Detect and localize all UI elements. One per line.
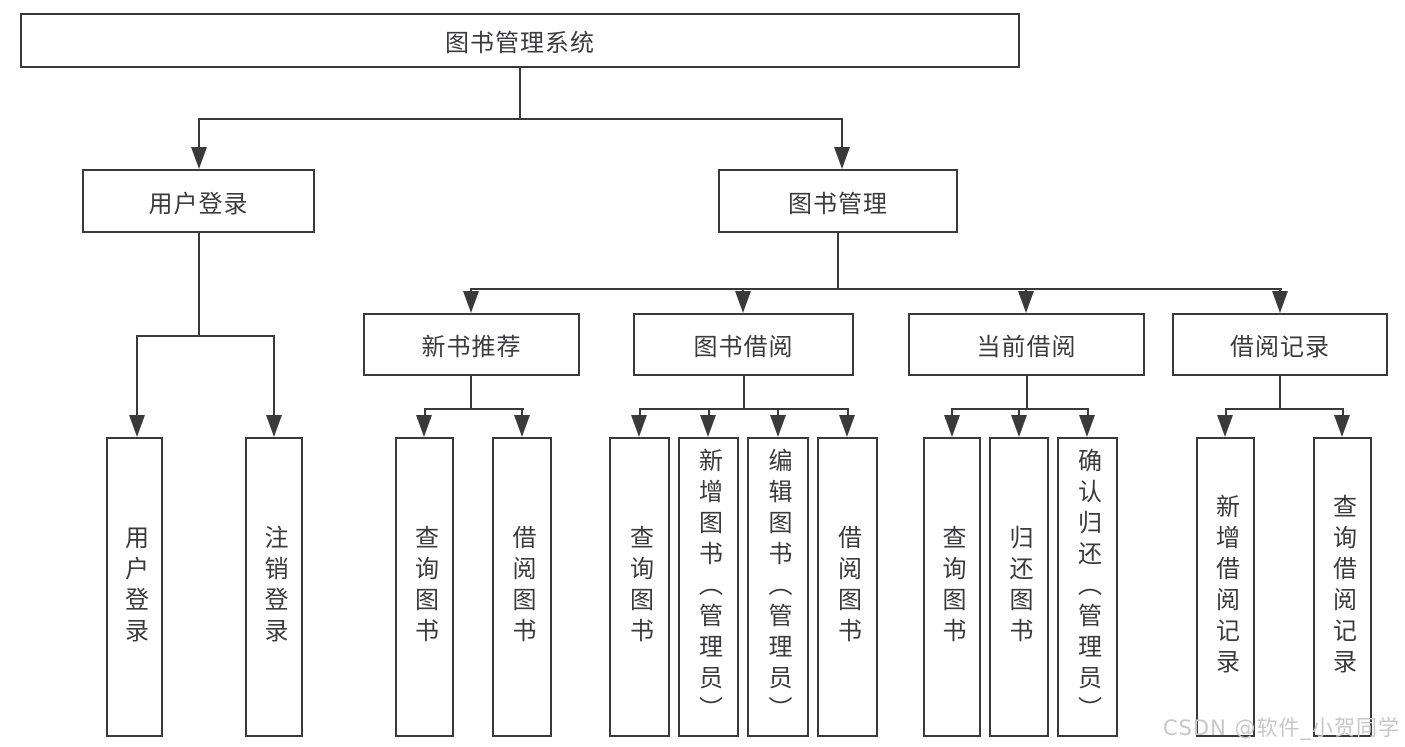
arrow-down-icon [944, 415, 960, 437]
connector-line [521, 408, 523, 417]
arrow-down-icon [129, 415, 145, 437]
connector-line [639, 408, 641, 417]
node-new-book-recommend: 新书推荐 [363, 313, 580, 376]
arrow-down-icon [266, 415, 282, 437]
connector-line [1026, 376, 1028, 410]
connector-line [639, 408, 849, 410]
arrow-down-icon [1011, 415, 1027, 437]
connector-line [470, 288, 1282, 290]
connector-line [743, 376, 745, 410]
node-user-login: 用户登录 [82, 169, 315, 233]
connector-line [841, 118, 843, 149]
arrow-down-icon [834, 147, 850, 169]
node-root-library-system: 图书管理系统 [20, 13, 1020, 68]
connector-line [273, 335, 275, 416]
arrow-down-icon [1334, 415, 1350, 437]
connector-line [136, 335, 275, 337]
leaf-query-books: 查询图书 [923, 437, 981, 737]
connector-line [1087, 408, 1089, 417]
leaf-logout: 注销登录 [245, 437, 303, 737]
connector-line [198, 118, 843, 120]
arrow-down-icon [1272, 291, 1288, 313]
leaf-confirm-return-admin: 确认归还（管理员） [1057, 437, 1118, 737]
connector-line [952, 408, 1089, 410]
connector-line [1342, 408, 1344, 417]
arrow-down-icon [735, 291, 751, 313]
arrow-down-icon [770, 415, 786, 437]
connector-line [837, 233, 839, 290]
leaf-return-books: 归还图书 [989, 437, 1049, 737]
connector-line [198, 118, 200, 149]
connector-line [777, 408, 779, 417]
connector-line [1279, 375, 1281, 410]
node-current-borrowing: 当前借阅 [908, 313, 1145, 376]
connector-line [424, 408, 426, 417]
arrow-down-icon [514, 415, 530, 437]
leaf-add-borrow-record: 新增借阅记录 [1196, 437, 1255, 737]
leaf-edit-books-admin: 编辑图书（管理员） [747, 437, 809, 737]
connector-line [951, 408, 953, 417]
leaf-query-books: 查询图书 [395, 437, 454, 737]
arrow-down-icon [631, 415, 647, 437]
leaf-query-borrow-record: 查询借阅记录 [1313, 437, 1372, 737]
connector-line [136, 335, 138, 416]
leaf-add-books-admin: 新增图书（管理员） [678, 437, 739, 737]
arrow-down-icon [463, 291, 479, 313]
arrow-down-icon [1018, 291, 1034, 313]
connector-line [1225, 408, 1227, 417]
leaf-borrow-books: 借阅图书 [492, 437, 552, 737]
connector-line [708, 408, 710, 417]
node-book-management: 图书管理 [718, 169, 958, 233]
arrow-down-icon [1079, 415, 1095, 437]
connector-line [1225, 408, 1344, 410]
connector-line [847, 408, 849, 417]
connector-line [198, 233, 200, 337]
connector-line [470, 376, 472, 410]
arrow-down-icon [839, 415, 855, 437]
arrow-down-icon [191, 147, 207, 169]
node-borrowing-records: 借阅记录 [1172, 313, 1388, 376]
leaf-query-books: 查询图书 [609, 437, 670, 737]
arrow-down-icon [700, 415, 716, 437]
node-book-borrowing: 图书借阅 [633, 313, 854, 376]
connector-line [424, 408, 524, 410]
connector-line [519, 68, 521, 120]
connector-line [1018, 408, 1020, 417]
arrow-down-icon [416, 415, 432, 437]
leaf-borrow-books: 借阅图书 [817, 437, 878, 737]
leaf-user-login: 用户登录 [106, 437, 163, 737]
arrow-down-icon [1217, 415, 1233, 437]
csdn-watermark: CSDN @软件_小贺同学 [1162, 716, 1400, 740]
